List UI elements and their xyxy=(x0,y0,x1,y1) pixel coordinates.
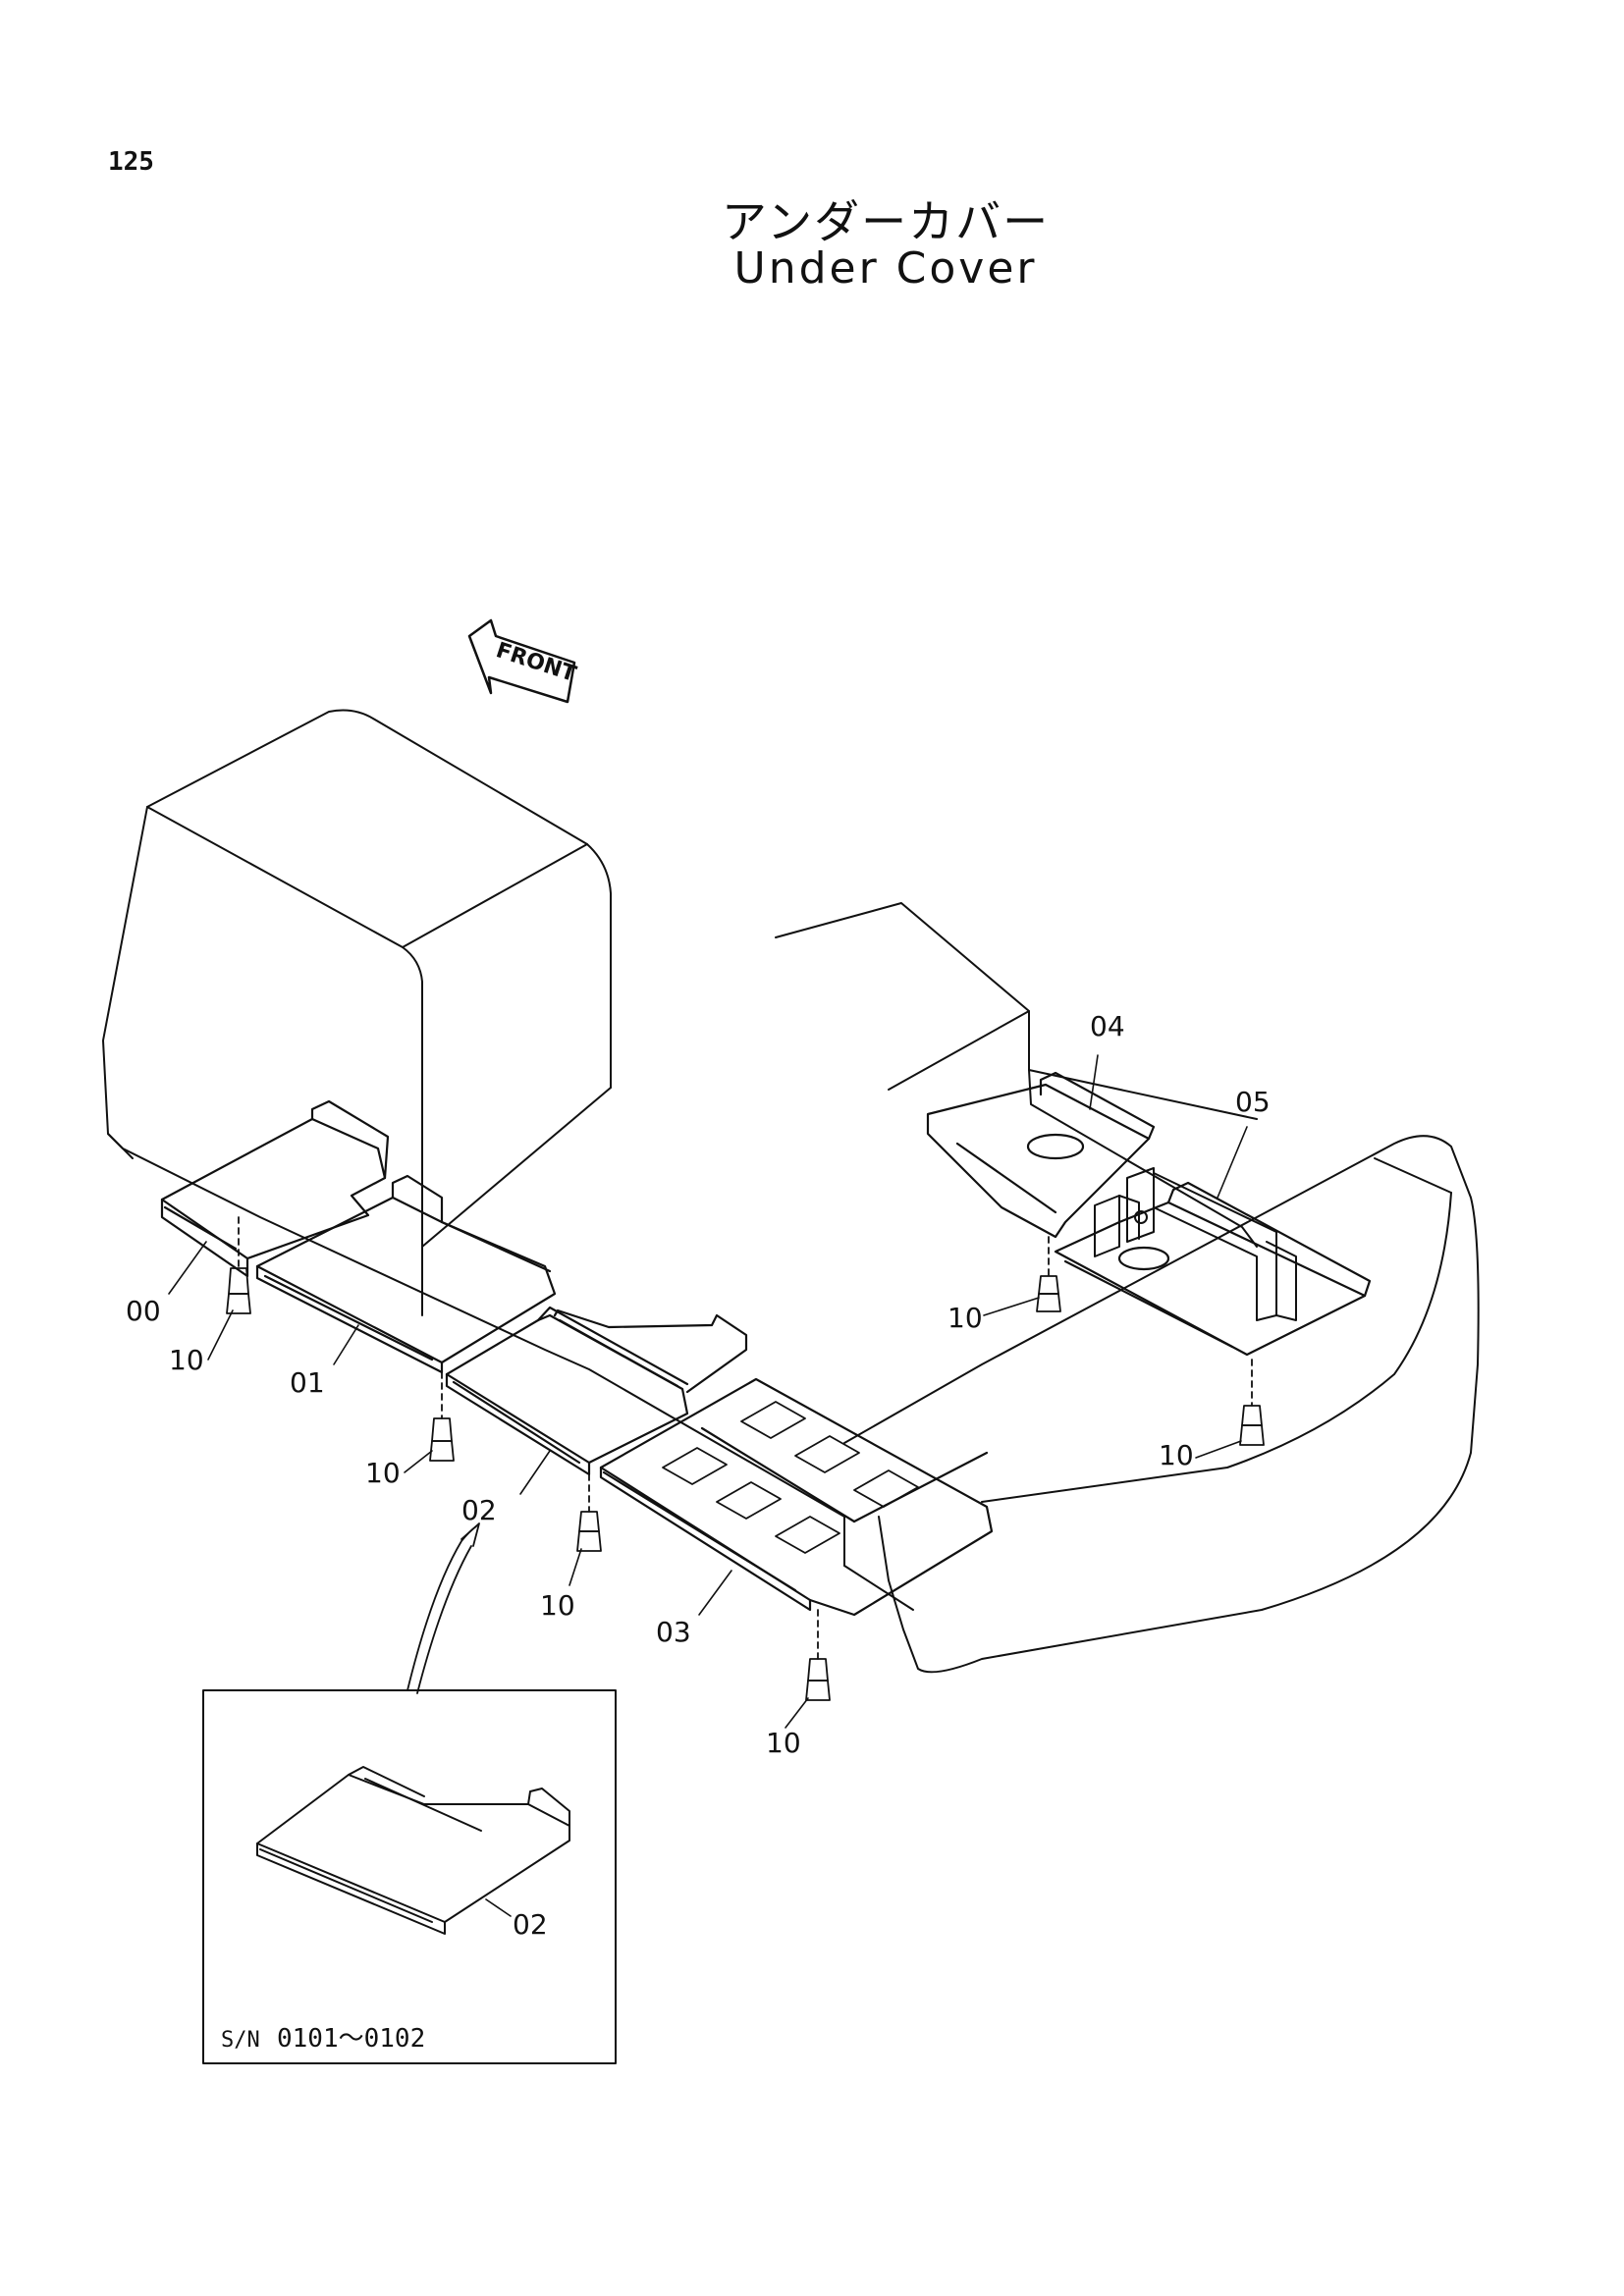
inset-callout-arrow xyxy=(406,1522,480,1694)
bolt-10 xyxy=(576,1473,602,1552)
label-10: 10 xyxy=(540,1589,575,1622)
panel-01 xyxy=(255,1174,557,1374)
label-05: 05 xyxy=(1235,1086,1271,1118)
panel-02 xyxy=(445,1306,748,1476)
label-10: 10 xyxy=(766,1727,801,1759)
front-arrow-label: FRONT xyxy=(493,638,579,687)
panel-04 xyxy=(926,1071,1156,1239)
panel-00 xyxy=(160,1099,390,1278)
bolt-10 xyxy=(1239,1359,1265,1446)
label-00: 00 xyxy=(126,1295,161,1327)
bolt-10 xyxy=(1036,1236,1061,1312)
inset-serial-prefix: S/N xyxy=(221,2028,260,2053)
cab-outline xyxy=(102,709,612,1316)
page-title-english: Under Cover xyxy=(733,243,1038,294)
label-03: 03 xyxy=(656,1616,691,1648)
page-number: 125 xyxy=(108,147,154,177)
leader-lines xyxy=(168,1054,1248,1729)
label-10: 10 xyxy=(169,1344,204,1376)
panel-03 xyxy=(599,1377,994,1617)
label-04: 04 xyxy=(1090,1010,1125,1042)
label-01: 01 xyxy=(290,1366,325,1399)
right-box-outline xyxy=(775,902,1258,1120)
inset-box: 02 S/N 0101～0102 xyxy=(202,1689,617,2064)
panel-03-cutouts xyxy=(662,1401,919,1554)
bolt-10 xyxy=(226,1216,251,1314)
panel-04-hole xyxy=(1026,1133,1085,1160)
inset-label-02: 02 xyxy=(513,1908,548,1941)
front-arrow: FRONT xyxy=(467,618,579,704)
inset-serial-range: 0101～0102 xyxy=(277,2024,425,2054)
bracket-05 xyxy=(1094,1167,1297,1321)
label-02: 02 xyxy=(461,1494,497,1526)
label-10: 10 xyxy=(947,1302,983,1334)
bolt-10 xyxy=(805,1609,831,1701)
label-10: 10 xyxy=(1159,1439,1194,1471)
label-10: 10 xyxy=(365,1457,401,1489)
page-title-japanese: アンダーカバー xyxy=(721,195,1051,248)
bolt-group xyxy=(226,1216,1265,1701)
bolt-10 xyxy=(429,1371,455,1462)
inset-leader xyxy=(485,1898,512,1917)
counterweight-outline xyxy=(843,1135,1480,1674)
inset-panel-02 xyxy=(256,1766,570,1935)
panel-05-hole xyxy=(1117,1246,1170,1271)
panel-05 xyxy=(1054,1167,1372,1357)
